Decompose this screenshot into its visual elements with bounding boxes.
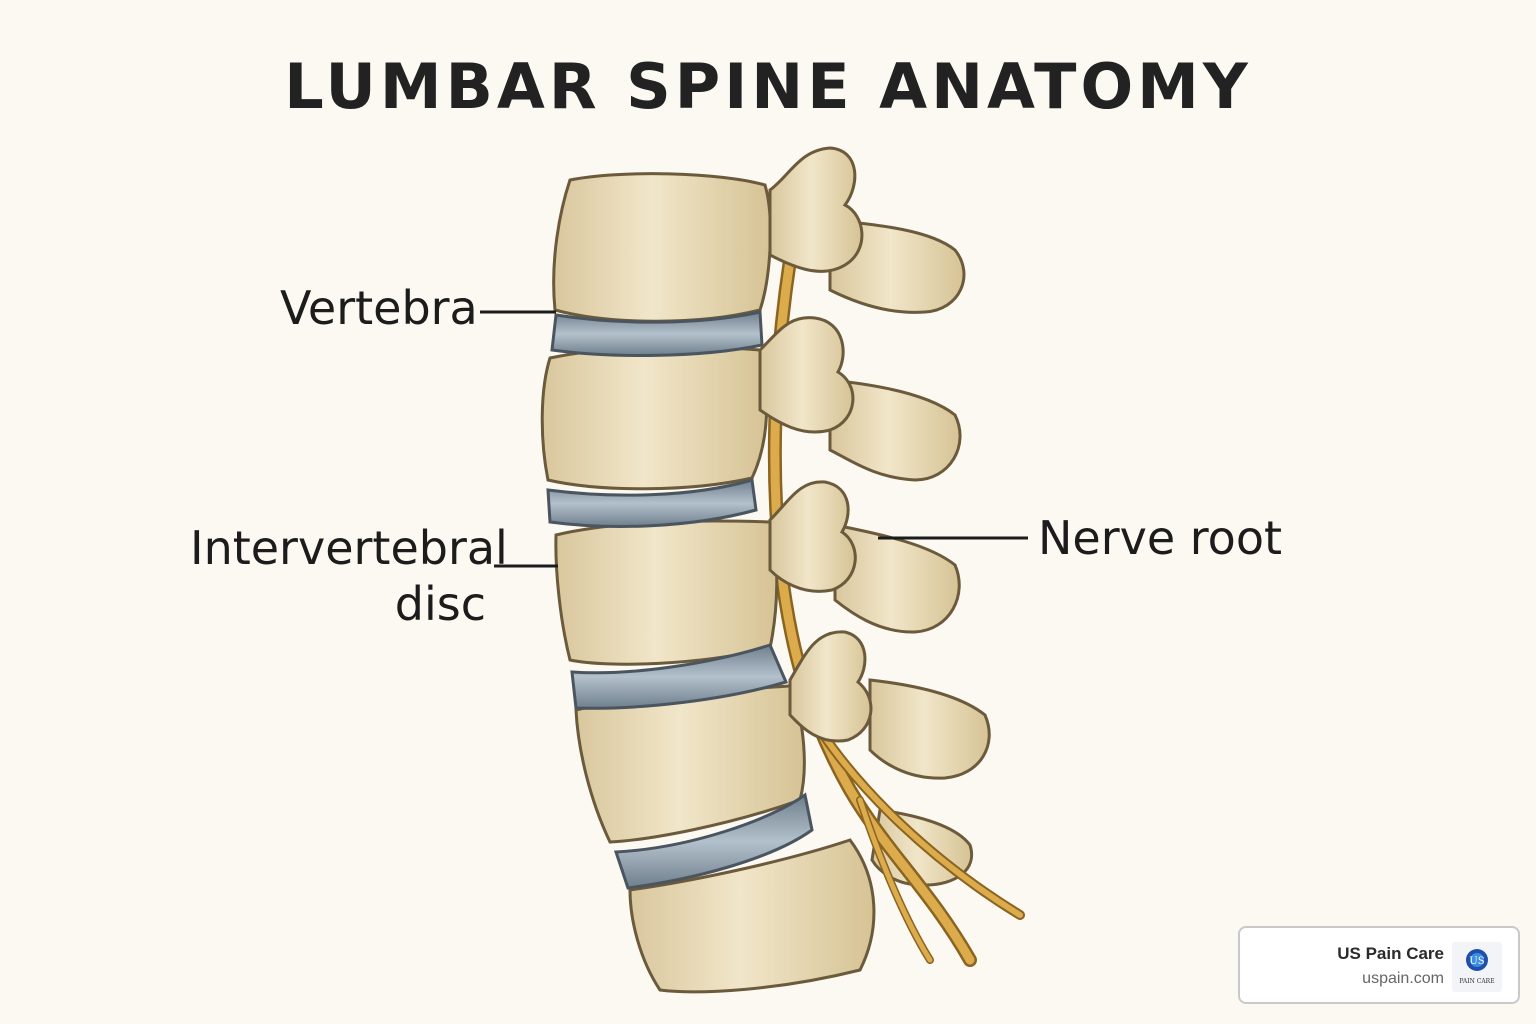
label-disc-line-2: disc [394, 577, 486, 631]
disc-3 [570, 643, 789, 710]
vertebra-body-3 [554, 519, 779, 666]
articular-process-1 [768, 146, 864, 273]
label-intervertebral-disc: Intervertebral disc [190, 520, 508, 632]
disc-1 [550, 310, 764, 357]
brand-logo-icon: US PAIN CARE [1459, 949, 1495, 985]
label-disc-line-1: Intervertebral [190, 521, 508, 575]
svg-text:US: US [1469, 956, 1484, 967]
intervertebral-discs [546, 310, 814, 890]
brand-name: US Pain Care [1337, 944, 1444, 963]
spinous-process-2 [828, 378, 962, 482]
disc-2 [546, 478, 758, 528]
vertebra-body-1 [552, 172, 772, 323]
spinous-process-4 [868, 678, 991, 780]
label-nerve-root: Nerve root [1038, 511, 1282, 565]
articular-process-4 [788, 630, 873, 743]
vertebra-body-2 [540, 345, 769, 491]
spinous-process-1 [828, 218, 966, 314]
diagram-title: LUMBAR SPINE ANATOMY [284, 50, 1252, 123]
disc-4 [613, 792, 814, 890]
svg-text:PAIN CARE: PAIN CARE [1459, 978, 1494, 985]
leader-lines [480, 310, 1028, 568]
brand-card[interactable]: US Pain Care uspain.com US PAIN CARE [1238, 926, 1520, 1004]
brand-url[interactable]: uspain.com [1362, 970, 1444, 987]
articular-processes [758, 146, 873, 743]
spinous-process-3 [833, 523, 961, 634]
vertebra-body-5 [628, 838, 876, 994]
vertebral-bodies [540, 172, 876, 994]
brand-logo: US PAIN CARE [1452, 942, 1502, 992]
articular-process-2 [758, 316, 855, 434]
label-vertebra: Vertebra [280, 281, 478, 335]
articular-process-3 [768, 480, 857, 593]
